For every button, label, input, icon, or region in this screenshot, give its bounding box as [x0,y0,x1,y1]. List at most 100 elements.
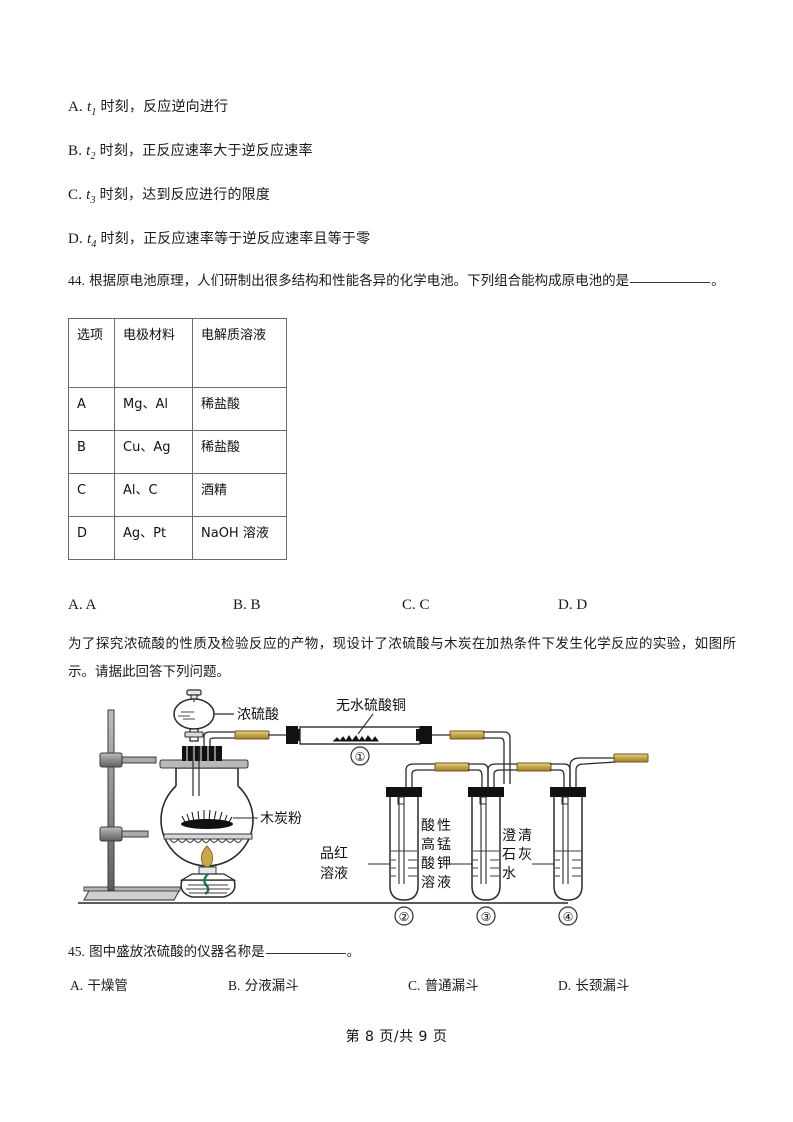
question-44-stem: 44. 根据原电池原理，人们研制出很多结构和性能各异的化学电池。下列组合能构成原… [68,268,736,294]
table-cell-electrode-c: Al、C [114,473,193,517]
option-letter-d: D. [68,231,83,247]
option-letter-b: B. [68,143,83,159]
limewater-char-0: 澄 [502,828,516,844]
page-footer: 第 8 页/共 9 页 [345,1029,448,1045]
separating-funnel [173,689,234,742]
kmno4-char-7: 液 [437,875,451,891]
test-tube-3 [468,763,518,901]
question-44-blank [630,282,711,283]
table-header-option: 选项 [68,318,115,388]
label-concentrated-sulfuric-acid: 浓硫酸 [237,707,279,723]
limewater-char-1: 清 [518,828,532,844]
option-row-b: B. t2 时刻，正反应速率大于逆反应速率 [68,140,313,164]
round-bottom-flask [159,746,254,867]
limewater-char-2: 石 [502,847,516,863]
question-45-option-a[interactable]: A. 干燥管 [70,978,128,994]
table-header-electrolyte: 电解质溶液 [192,318,287,388]
rubber-connector-1 [234,730,270,740]
question-44-period: 。 [711,273,725,289]
experiment-intro-paragraph: 为了探究浓硫酸的性质及检验反应的产物，现设计了浓硫酸与木炭在加热条件下发生化学反… [68,636,736,680]
table-row: B Cu、Ag 稀盐酸 [68,430,287,474]
table-row: A Mg、Al 稀盐酸 [68,387,287,431]
question-45-text: 图中盛放浓硫酸的仪器名称是 [89,944,265,960]
answer-option-c[interactable]: C. C [402,597,430,613]
rubber-connector-2 [449,730,485,740]
test-tube-4-stopper [550,787,586,797]
table-row: C Al、C 酒精 [68,473,287,517]
option-text-b: 时刻，正反应速率大于逆反应速率 [99,143,313,159]
limewater-char-4: 水 [502,866,516,882]
marker-1-circle [350,746,370,766]
label-fuchsin-line2: 溶液 [320,866,348,882]
table-cell-electrode-b: Cu、Ag [114,430,193,474]
table-cell-electrolyte-b: 稀盐酸 [192,430,287,474]
marker-2-circle [394,906,414,926]
kmno4-char-4: 酸 [421,856,435,872]
kmno4-char-5: 钾 [437,856,451,872]
copper-sulfate-crystals [332,735,379,742]
limewater-char-3: 灰 [518,847,532,863]
option-variable-d: t4 [86,231,97,250]
gas-delivery-tube-2 [483,731,511,784]
test-tube-3-stopper [468,787,504,797]
question-45-option-d[interactable]: D. 长颈漏斗 [558,978,630,994]
question-45: 45. 图中盛放浓硫酸的仪器名称是 。 [68,940,360,960]
table-row: D Ag、Pt NaOH 溶液 [68,516,287,560]
electrode-table: 选项 电极材料 电解质溶液 A Mg、Al 稀盐酸 B Cu、Ag 稀盐酸 C … [68,318,287,560]
table-cell-electrolyte-a: 稀盐酸 [192,387,287,431]
table-cell-option-b: B [68,430,115,474]
marker-3-label: ③ [481,910,492,924]
marker-1-label: ① [355,750,366,764]
question-45-options-row: A. 干燥管 B. 分液漏斗 C. 普通漏斗 D. 长颈漏斗 [68,974,736,996]
option-variable-c: t3 [86,187,96,206]
option-letter-c: C. [68,187,83,203]
rubber-connector-5 [613,753,649,763]
question-45-option-b[interactable]: B. 分液漏斗 [228,978,299,994]
table-cell-option-c: C [68,473,115,517]
marker-2-label: ② [399,910,410,924]
electrode-table-wrapper: 选项 电极材料 电解质溶液 A Mg、Al 稀盐酸 B Cu、Ag 稀盐酸 C … [68,318,287,560]
label-charcoal-powder: 木炭粉 [260,811,302,827]
label-kmno4-solution: 酸 高 酸 溶 性 锰 钾 液 [421,818,451,891]
option-text-c: 时刻，达到反应进行的限度 [99,187,271,203]
table-cell-option-d: D [68,516,115,560]
label-anhydrous-copper-sulfate: 无水硫酸铜 [336,698,406,714]
answer-option-a[interactable]: A. A [68,597,97,613]
question-45-number: 45. [68,944,85,959]
kmno4-char-6: 溶 [421,875,435,891]
question-44: 44. 根据原电池原理，人们研制出很多结构和性能各异的化学电池。下列组合能构成原… [68,268,736,294]
alcohol-lamp [179,845,237,898]
table-header-electrode: 电极材料 [114,318,193,388]
table-cell-electrolyte-c: 酒精 [192,473,287,517]
stopcock [184,731,204,738]
kmno4-char-1: 性 [437,818,451,834]
flask-clamp [159,759,249,769]
question-45-period: 。 [346,944,361,960]
label-fuchsin-line1: 品红 [320,846,348,862]
option-variable-b: t2 [86,143,96,162]
option-letter-a: A. [68,99,83,115]
question-44-answer-row: A. A B. B C. C D. D [68,597,736,617]
answer-option-d[interactable]: D. D [558,597,588,613]
question-45-option-c[interactable]: C. 普通漏斗 [408,978,479,994]
option-text-a: 时刻，反应逆向进行 [100,99,229,115]
marker-3-circle [476,906,496,926]
label-limewater: 澄 石 水 清 灰 [502,828,532,882]
cuso4-label-leader [357,713,374,735]
apparatus-figure: ① [68,688,736,936]
drying-tube-1 [268,713,451,745]
question-44-text: 根据原电池原理，人们研制出很多结构和性能各异的化学电池。下列组合能构成原电池的是 [89,273,630,289]
kmno4-char-2: 高 [421,836,435,853]
marker-4-label: ④ [563,910,574,924]
rubber-connector-3 [434,762,470,772]
test-tube-2 [386,763,436,901]
option-text-d: 时刻，正反应速率等于逆反应速率且等于零 [100,231,371,247]
wire-gauze [163,833,253,843]
option-variable-a: t1 [86,99,97,118]
table-cell-electrode-d: Ag、Pt [114,516,193,560]
test-tube-4 [550,757,617,901]
rubber-connector-4 [516,762,552,772]
question-44-number: 44. [68,273,85,288]
option-row-d: D. t4 时刻，正反应速率等于逆反应速率且等于零 [68,228,370,252]
answer-option-b[interactable]: B. B [233,597,261,613]
